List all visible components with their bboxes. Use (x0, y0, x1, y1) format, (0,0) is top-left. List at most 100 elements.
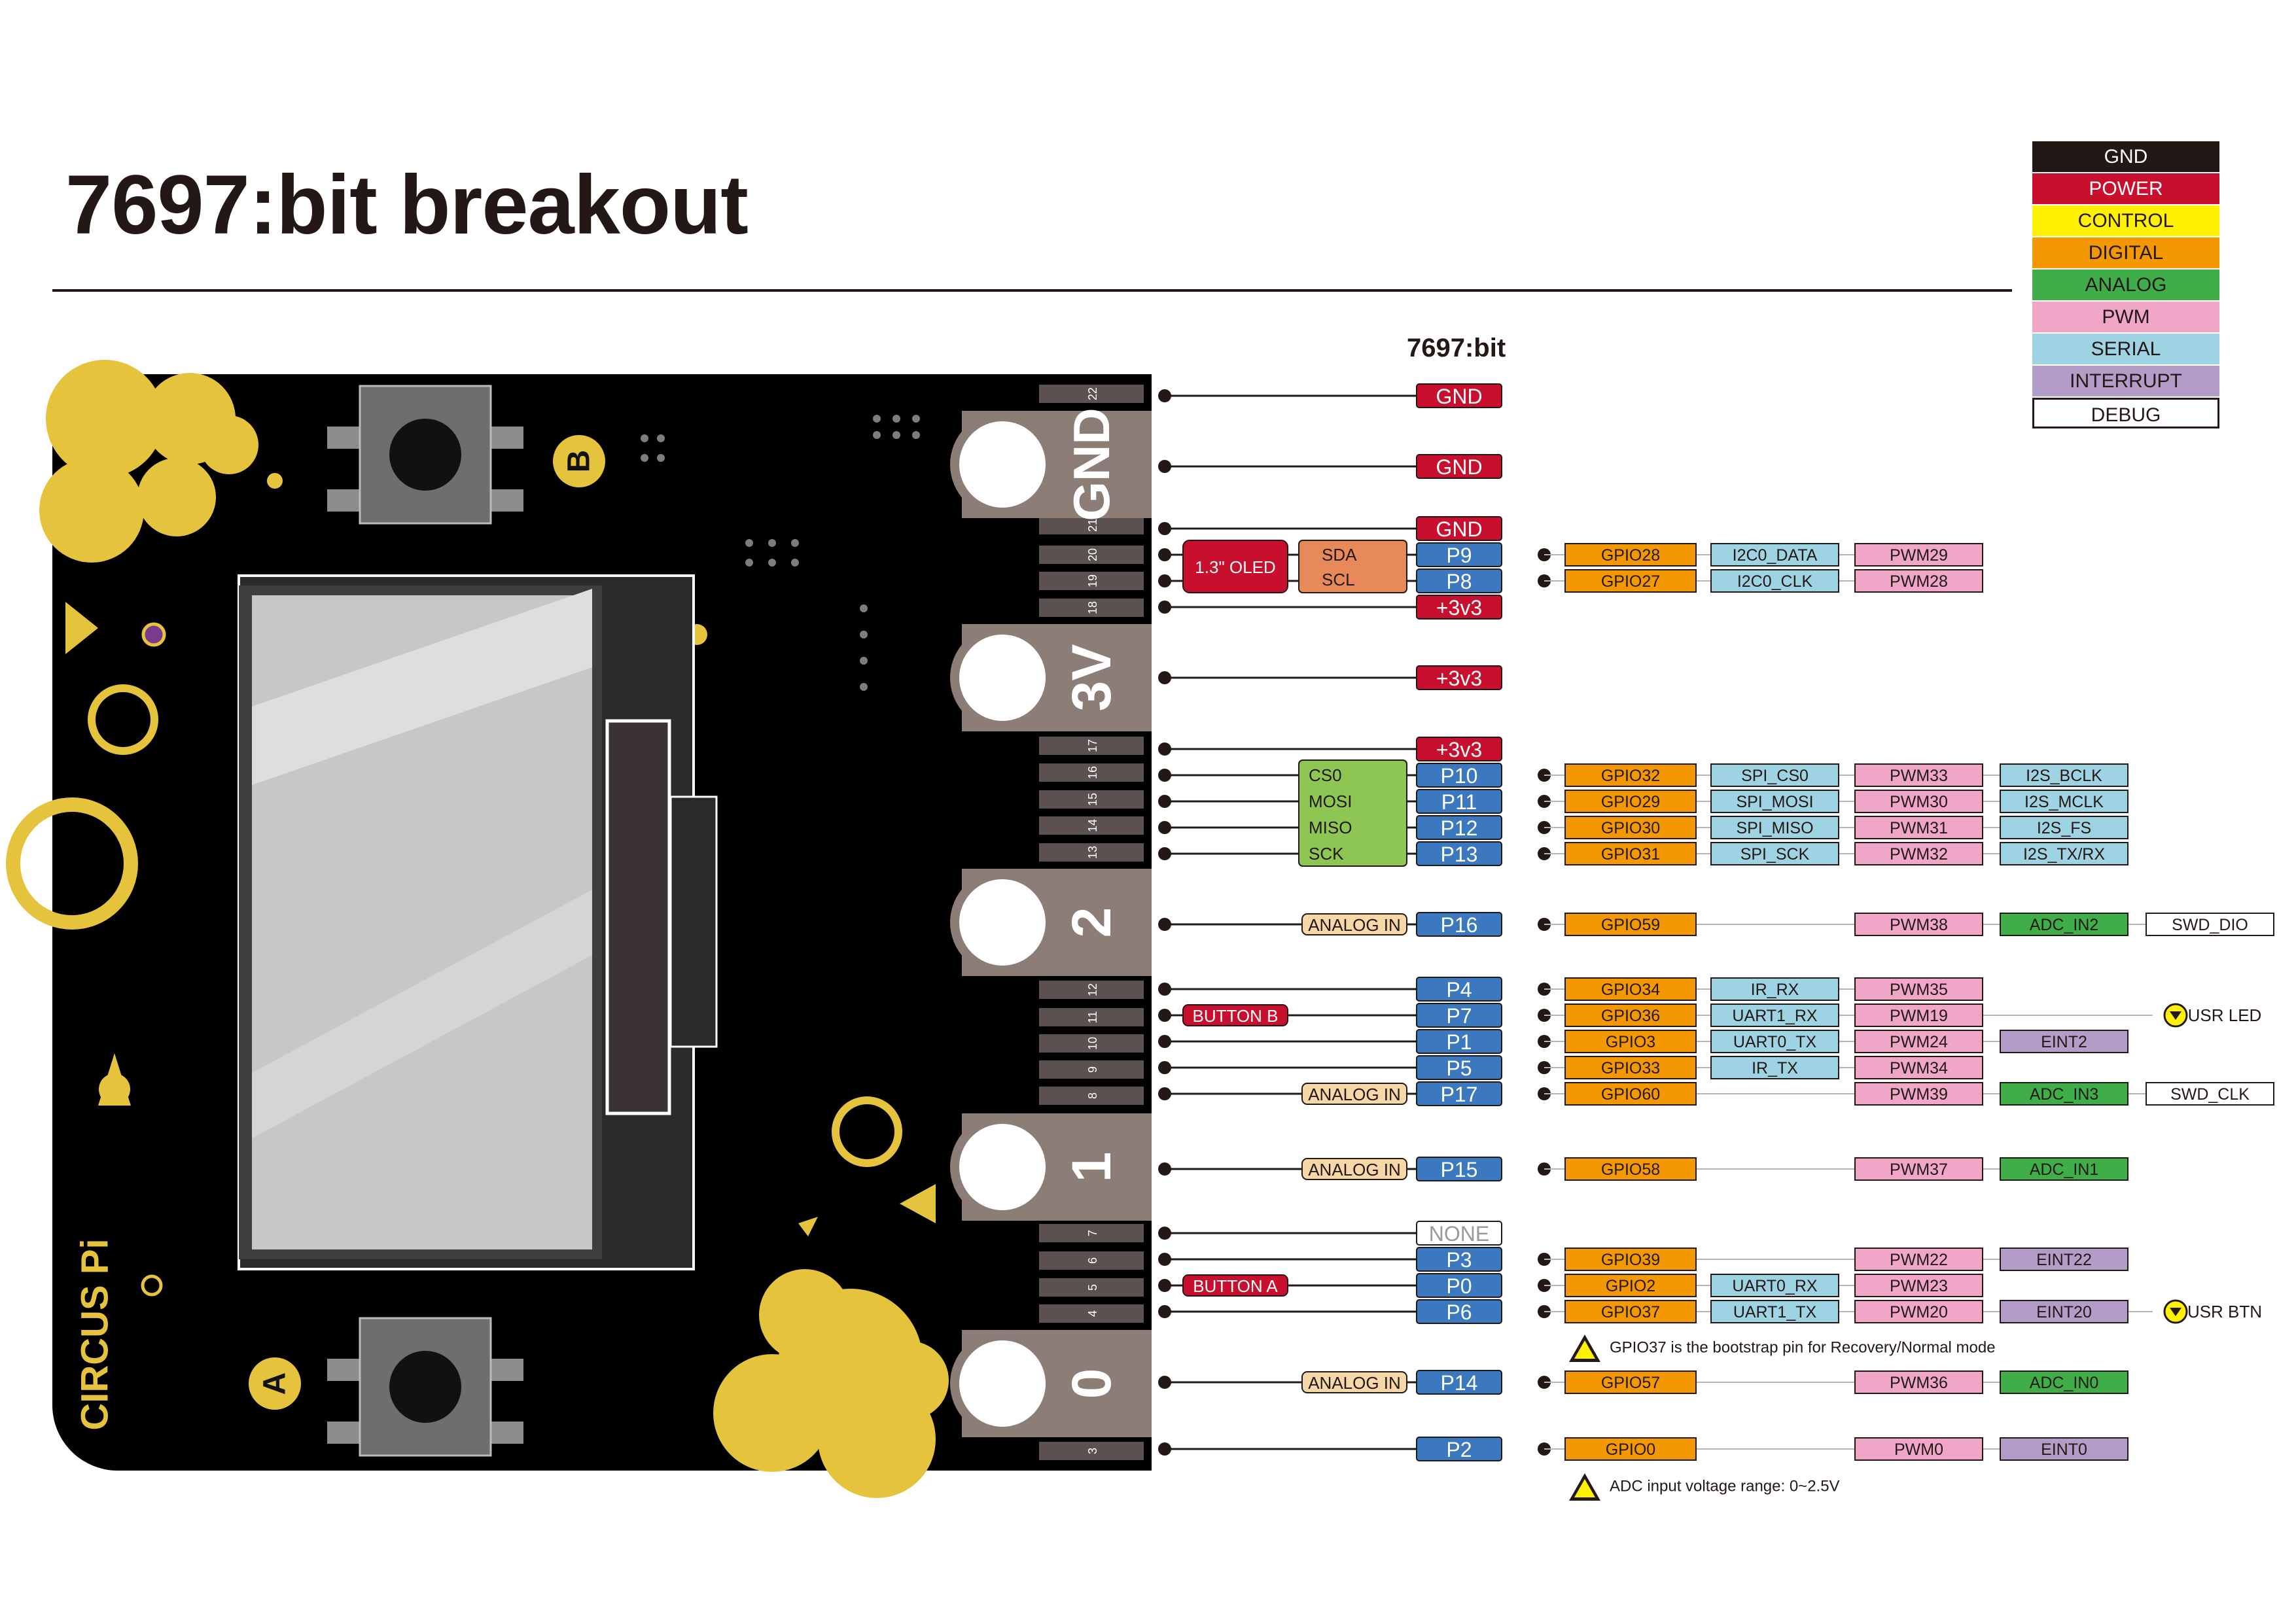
serial-cell: UART0_RX (1732, 1277, 1817, 1295)
pad-hole (959, 879, 1046, 966)
gpio-cell-box (1564, 1274, 1697, 1297)
extra-cell-box (2000, 1082, 2128, 1106)
gpio-cell-box (1564, 1003, 1697, 1027)
legend-item-serial: SERIAL (2032, 334, 2219, 364)
pin-p0-box (1416, 1273, 1502, 1298)
serial-cell: UART0_TX (1733, 1033, 1817, 1051)
serial-cell-box (1710, 1003, 1839, 1027)
pwm-cell-box (1854, 1157, 1983, 1181)
edge-finger (1039, 572, 1144, 590)
pin-none: NONE (1429, 1222, 1489, 1246)
debug-cell: SWD_CLK (2170, 1085, 2250, 1104)
pin-p15: P15 (1441, 1158, 1478, 1181)
legend-item-digital: DIGITAL (2032, 237, 2219, 268)
spi-label: SCK (1309, 844, 1344, 864)
pwm-cell-box (1854, 1437, 1983, 1461)
edge-finger (1039, 843, 1144, 862)
pin-p11-box (1416, 789, 1502, 814)
debug-cell-box (2146, 913, 2274, 936)
pin-gnd-box (1416, 383, 1502, 408)
button-a-letter-badge (249, 1357, 301, 1410)
edge-finger (1039, 981, 1144, 999)
pin-p10: P10 (1441, 764, 1478, 788)
pin-p15-box (1416, 1157, 1502, 1181)
decor-speck (912, 431, 920, 439)
decor-speck (768, 539, 776, 547)
serial-cell: I2C0_DATA (1733, 546, 1818, 565)
gpio-cell: GPIO58 (1601, 1161, 1660, 1179)
pin-p6-box (1416, 1299, 1502, 1324)
pwm-cell-box (1854, 977, 1983, 1001)
gpio-cell: GPIO30 (1601, 819, 1660, 837)
decor-ring (832, 1096, 902, 1167)
decor-speck (860, 683, 868, 691)
pwm-cell: PWM36 (1890, 1374, 1948, 1392)
edge-finger (1039, 1442, 1144, 1460)
gpio-cell-box (1564, 842, 1697, 865)
extra-cell-box (2000, 1437, 2128, 1461)
pin-p16: P16 (1441, 913, 1478, 937)
legend-item-debug: DEBUG (2032, 398, 2219, 428)
pad-label-3v: 3V (1061, 644, 1122, 712)
warning-icon (1569, 1335, 1600, 1362)
pwm-cell-box (1854, 1030, 1983, 1053)
edge-finger (1039, 790, 1144, 809)
edge-number: 15 (1086, 793, 1099, 806)
gpio-cell: GPIO0 (1606, 1440, 1655, 1459)
pwm-cell: PWM33 (1890, 767, 1948, 785)
pin-tag: ANALOG IN (1308, 915, 1401, 935)
decor-ring (88, 684, 158, 755)
pin-p12: P12 (1441, 816, 1478, 840)
decor-speck (892, 431, 900, 439)
edge-number: 3 (1086, 1448, 1099, 1454)
pin-p14: P14 (1441, 1371, 1478, 1395)
pin-tag-box (1182, 1274, 1288, 1297)
edge-finger (1039, 599, 1144, 617)
bootstrap-note: GPIO37 is the bootstrap pin for Recovery… (1569, 1335, 1996, 1362)
edge-finger (1039, 737, 1144, 755)
gpio-cell-box (1564, 569, 1697, 593)
serial-cell: UART1_RX (1732, 1007, 1817, 1025)
pin-tag: ANALOG IN (1308, 1160, 1401, 1179)
pwm-cell-box (1854, 842, 1983, 865)
pwm-cell: PWM31 (1890, 819, 1948, 837)
gpio-cell-box (1564, 1056, 1697, 1079)
pad-label-2: 2 (1061, 907, 1122, 938)
pwm-cell-box (1854, 913, 1983, 936)
extra-cell: I2S_FS (2037, 819, 2091, 837)
pwm-cell-box (1854, 1274, 1983, 1297)
pin-p8: P8 (1446, 570, 1472, 593)
edge-finger (1039, 1304, 1144, 1323)
edge-number: 13 (1086, 846, 1099, 859)
gpio-cell: GPIO60 (1601, 1085, 1660, 1104)
edge-number: 17 (1086, 739, 1099, 752)
extra-cell-box (2000, 763, 2128, 787)
serial-cell: SPI_MISO (1736, 819, 1813, 837)
edge-finger (1039, 546, 1144, 564)
decor-speck (791, 539, 799, 547)
serial-cell-box (1710, 790, 1839, 813)
decor-speck (745, 539, 753, 547)
edge-number: 20 (1086, 548, 1099, 561)
side-label: USR LED (2188, 1005, 2262, 1025)
gpio-cell: GPIO36 (1601, 1007, 1660, 1025)
extra-cell: ADC_IN1 (2030, 1161, 2099, 1179)
extra-cell-box (2000, 1030, 2128, 1053)
gpio-cell-box (1564, 977, 1697, 1001)
gpio-cell-box (1564, 1248, 1697, 1271)
extra-cell: I2S_MCLK (2024, 793, 2104, 811)
gpio-cell: GPIO57 (1601, 1374, 1660, 1392)
serial-cell-box (1710, 1056, 1839, 1079)
extra-cell-box (2000, 1300, 2128, 1323)
extra-cell-box (2000, 1157, 2128, 1181)
pin-tag-box (1301, 1371, 1407, 1393)
oled-label: 1.3" OLED (1195, 557, 1275, 577)
spi-label: MOSI (1309, 792, 1352, 811)
extra-cell: I2S_BCLK (2026, 767, 2102, 785)
serial-cell-box (1710, 543, 1839, 567)
i2c-scl-label: SCL (1322, 570, 1355, 589)
oled-glare (252, 890, 592, 1138)
pwm-cell: PWM19 (1890, 1007, 1948, 1025)
pin-p10-box (1416, 763, 1502, 788)
